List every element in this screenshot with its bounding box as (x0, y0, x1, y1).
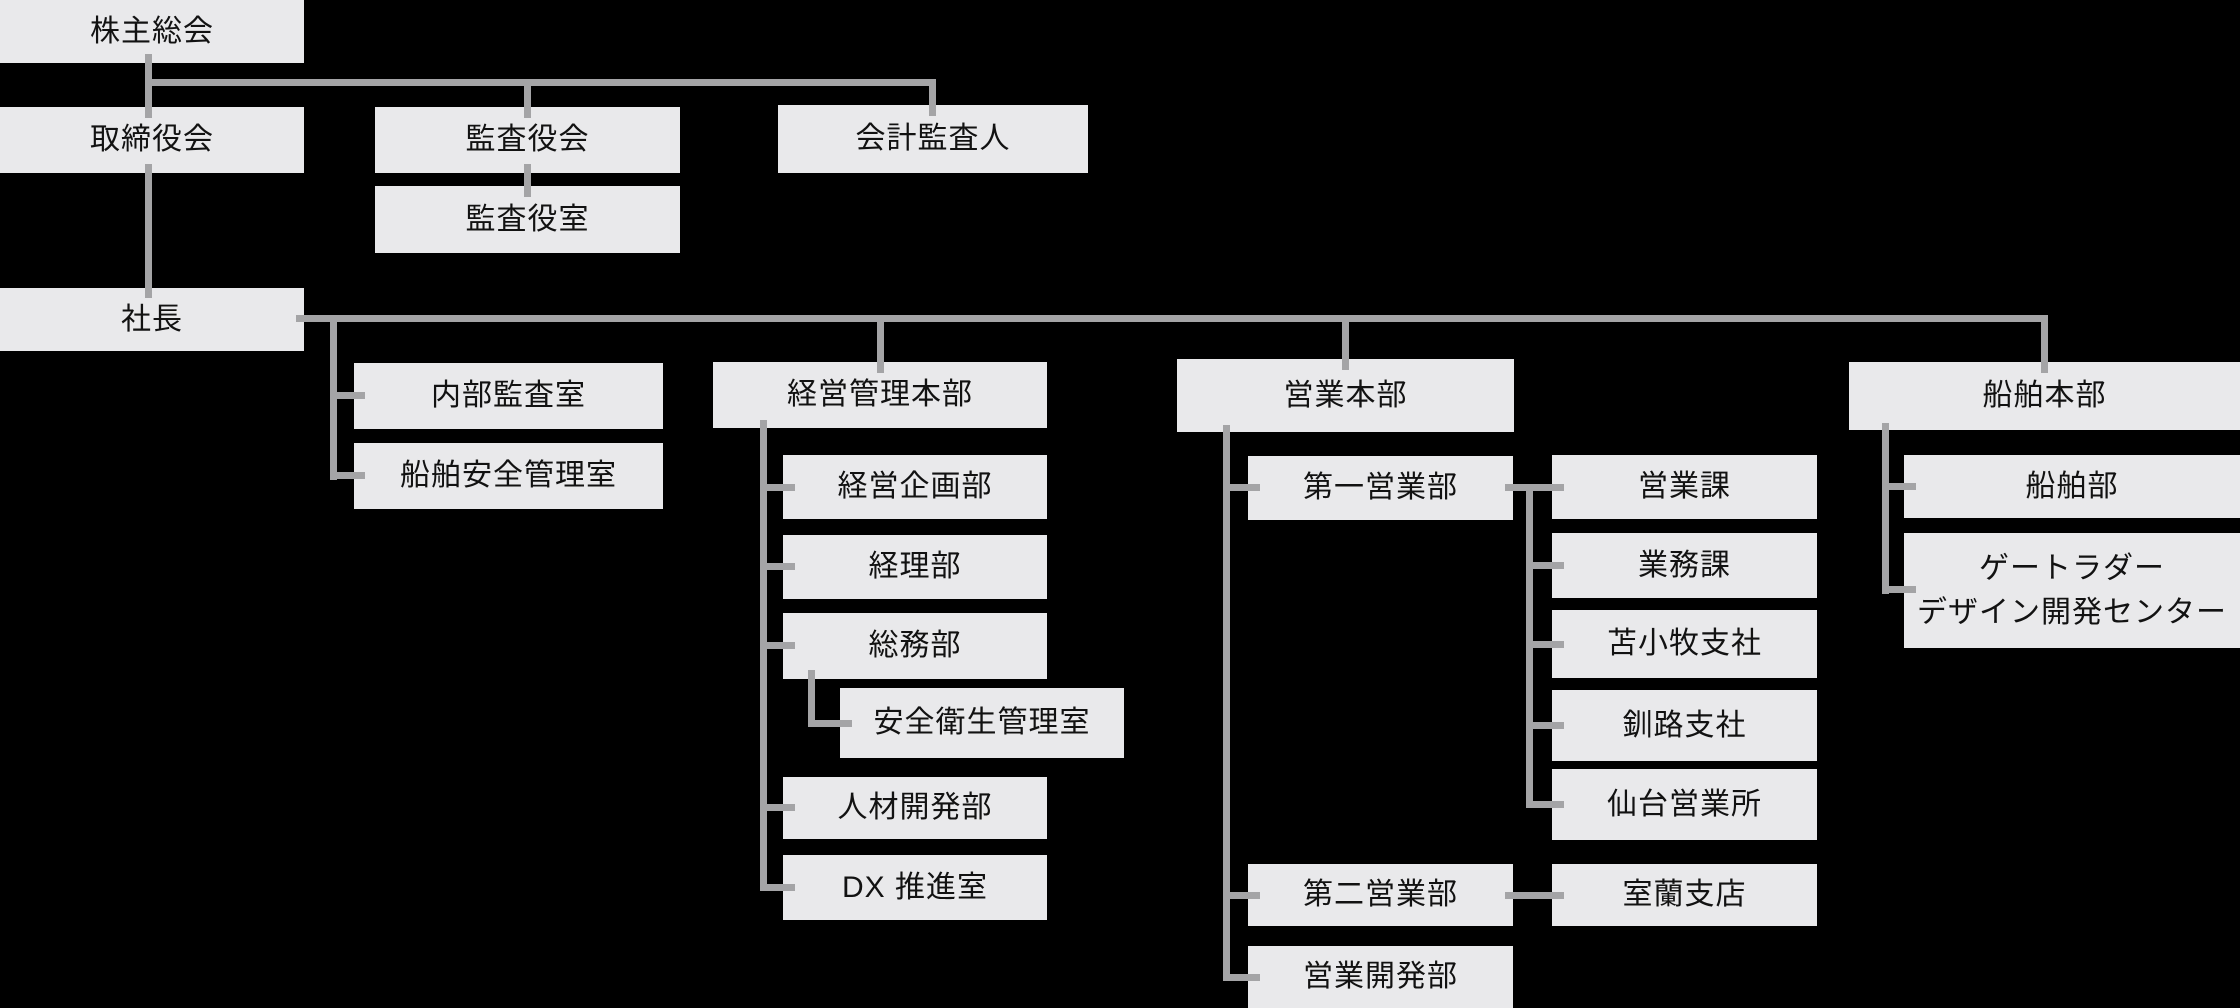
connector-second-sales-muroran (1505, 892, 1564, 899)
connector-stub-dx-promotion (760, 884, 795, 891)
node-sales-section: 営業課 (1552, 455, 1817, 519)
connector-ship-division-spine (1882, 423, 1889, 594)
node-hr-development-dept: 人材開発部 (783, 777, 1047, 839)
node-tomakomai-branch: 苫小牧支社 (1552, 610, 1817, 678)
connector-general-affairs-safety-h (808, 720, 852, 727)
connector-level1-trunk (145, 79, 936, 86)
node-operations-section: 業務課 (1552, 533, 1817, 598)
node-internal-audit-office: 内部監査室 (354, 363, 663, 429)
node-general-affairs-dept: 総務部 (783, 613, 1047, 679)
connector-stub-kushiro (1526, 722, 1564, 729)
node-corporate-planning-dept: 経営企画部 (783, 455, 1047, 519)
connector-into-accounting-auditor (929, 79, 936, 116)
connector-corporate-mgmt-spine (760, 420, 767, 891)
connector-general-affairs-safety-v (808, 670, 815, 727)
connector-stub-tomakomai (1526, 641, 1564, 648)
connector-into-audit-committee (524, 79, 531, 118)
connector-stub-accounting (760, 563, 795, 570)
connector-audit-committee-office (524, 164, 531, 197)
node-accounting-dept: 経理部 (783, 535, 1047, 599)
connector-stub-sendai (1526, 801, 1564, 808)
node-second-sales-dept: 第二営業部 (1248, 864, 1513, 926)
connector-stub-ship-safety (330, 472, 365, 479)
node-first-sales-dept: 第一営業部 (1248, 456, 1513, 520)
node-corporate-mgmt-division: 経営管理本部 (713, 362, 1047, 428)
connector-shareholders-board (145, 54, 152, 118)
node-board-of-directors: 取締役会 (0, 107, 304, 173)
node-audit-committee: 監査役会 (375, 107, 680, 173)
connector-stub-first-sales (1223, 484, 1260, 491)
connector-first-sales-children-h (1505, 484, 1564, 491)
node-ship-safety-mgmt-office: 船舶安全管理室 (354, 443, 663, 509)
node-ship-division: 船舶本部 (1849, 362, 2240, 430)
node-president: 社長 (0, 288, 304, 351)
node-safety-health-mgmt-office: 安全衛生管理室 (840, 688, 1124, 758)
node-sales-development-dept: 営業開発部 (1248, 946, 1513, 1008)
connector-stub-gate-rudder (1882, 586, 1916, 593)
connector-into-corporate-mgmt (877, 315, 884, 373)
connector-stub-corporate-planning (760, 484, 795, 491)
node-sendai-sales-office: 仙台営業所 (1552, 769, 1817, 840)
node-sales-division: 営業本部 (1177, 359, 1514, 432)
node-ship-dept: 船舶部 (1904, 455, 2240, 518)
node-muroran-branch: 室蘭支店 (1552, 864, 1817, 926)
connector-stub-hr-development (760, 804, 795, 811)
node-gate-rudder-center: ゲートラダー デザイン開発センター (1904, 533, 2240, 648)
connector-into-ship-division (2041, 315, 2048, 373)
node-dx-promotion-office: DX 推進室 (783, 855, 1047, 920)
node-audit-committee-office: 監査役室 (375, 186, 680, 253)
connector-sales-spine (1223, 425, 1230, 981)
connector-stub-general-affairs (760, 642, 795, 649)
connector-stub-sales-development (1223, 974, 1260, 981)
connector-stub-operations-section (1526, 562, 1564, 569)
connector-president-trunk (296, 315, 2048, 322)
connector-stub-internal-audit (330, 392, 365, 399)
connector-board-president (145, 164, 152, 298)
node-shareholders-meeting: 株主総会 (0, 0, 304, 63)
node-kushiro-branch: 釧路支社 (1552, 690, 1817, 761)
connector-stub-ship-dept (1882, 483, 1916, 490)
connector-stub-second-sales (1223, 892, 1260, 899)
node-accounting-auditor: 会計監査人 (778, 105, 1088, 173)
connector-into-sales-division (1342, 315, 1349, 370)
